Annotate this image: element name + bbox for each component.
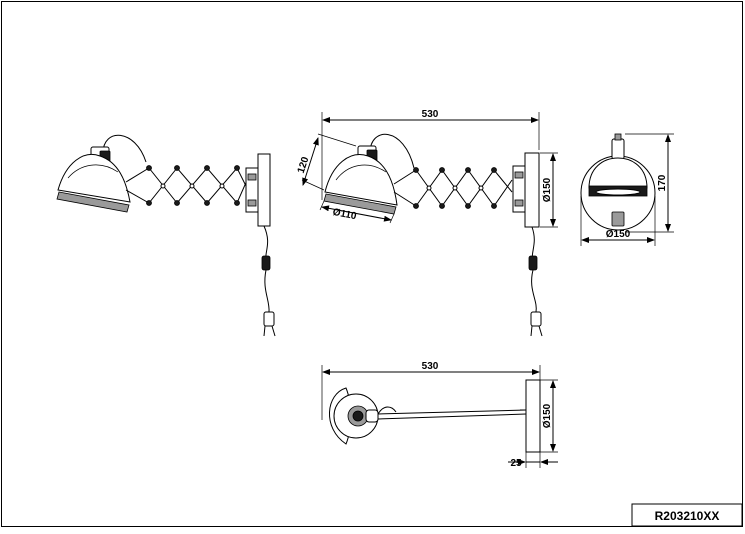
lamp-view-left (56, 134, 276, 337)
dim-front-shade-diameter: Ø110 (332, 207, 358, 222)
lamp-view-front: 530 120 Ø110 Ø150 (296, 109, 558, 337)
product-code: R203210XX (655, 509, 720, 523)
dim-front-shade-height: 120 (296, 155, 312, 175)
scissor-arm-left (125, 165, 249, 206)
dim-top-plate-diameter: Ø150 (542, 403, 553, 428)
lamp-view-side: 170 Ø150 (580, 133, 674, 246)
dim-side-diameter: Ø150 (606, 229, 631, 240)
title-block: R203210XX (631, 503, 743, 527)
lamp-view-top: 530 Ø150 25 (321, 361, 558, 469)
dim-top-width: 530 (422, 361, 439, 372)
dim-top-plate-depth: 25 (510, 458, 522, 469)
dim-front-plate-diameter: Ø150 (542, 177, 553, 202)
dim-side-height: 170 (657, 174, 668, 191)
dim-front-width: 530 (422, 109, 439, 120)
scissor-arm-front (393, 167, 513, 209)
